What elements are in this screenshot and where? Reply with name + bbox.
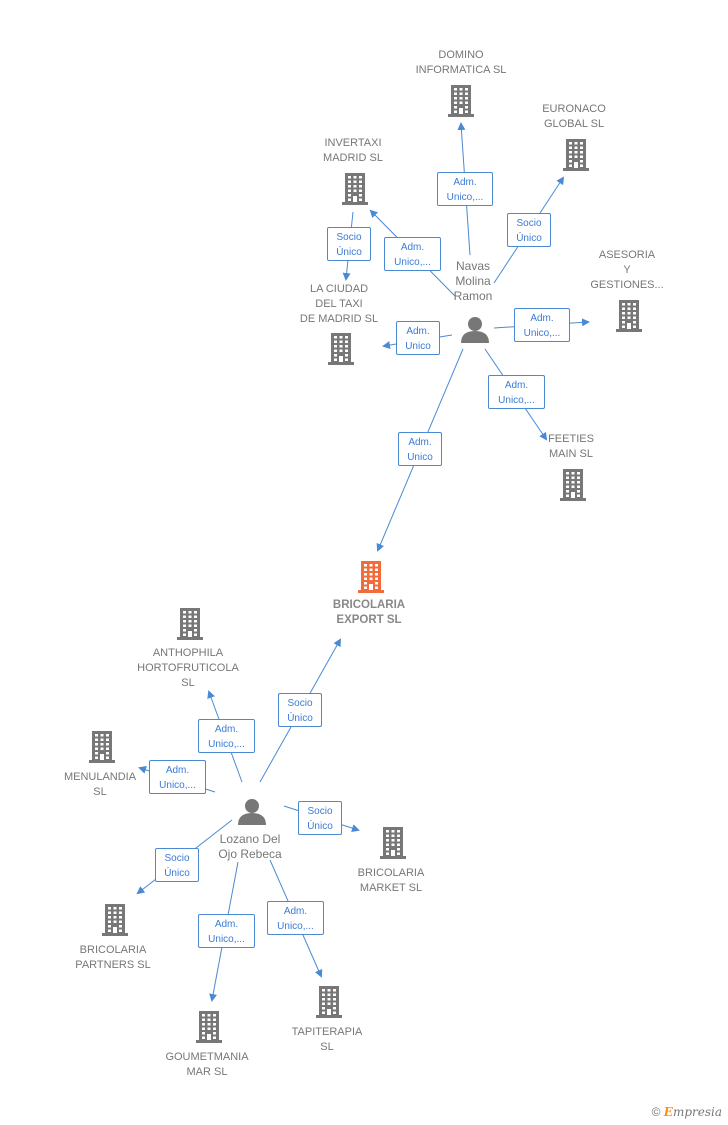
company-label-invertaxi[interactable]: INVERTAXI MADRID SL <box>323 137 383 164</box>
edge-badge-lozano-export[interactable]: Socio Único <box>278 693 322 727</box>
company-label-bricolaria_export[interactable]: BRICOLARIA EXPORT SL <box>332 599 406 626</box>
company-label-tapiterapia[interactable]: TAPITERAPIA SL <box>291 1026 363 1053</box>
copyright-icon: © <box>651 1105 661 1119</box>
company-label-ciudad[interactable]: LA CIUDAD DEL TAXI DE MADRID SL <box>299 283 379 325</box>
building-icon-feeties[interactable] <box>560 469 586 501</box>
person-icon-lozano[interactable] <box>238 799 266 825</box>
edge-badge-navas-invertaxi[interactable]: Adm. Unico,... <box>384 237 441 271</box>
building-icon-domino[interactable] <box>448 85 474 117</box>
company-label-euronaco[interactable]: EURONACO GLOBAL SL <box>542 103 606 130</box>
edge-badge-lozano-anthophila[interactable]: Adm. Unico,... <box>198 719 255 753</box>
brand-name: mpresia <box>672 1105 722 1119</box>
building-icon-tapiterapia[interactable] <box>316 986 342 1018</box>
edge-badge-navas-ciudad[interactable]: Adm. Unico <box>396 321 440 355</box>
company-label-bricolaria_partners[interactable]: BRICOLARIA PARTNERS SL <box>75 944 151 971</box>
building-icon-menulandia[interactable] <box>89 731 115 763</box>
building-icon-asesoria[interactable] <box>616 300 642 332</box>
company-label-anthophila[interactable]: ANTHOPHILA HORTOFRUTICOLA SL <box>137 647 239 689</box>
building-icon-invertaxi[interactable] <box>342 173 368 205</box>
edge-badge-lozano-tapiterapia[interactable]: Adm. Unico,... <box>267 901 324 935</box>
building-icon-ciudad[interactable] <box>328 333 354 365</box>
edge-badge-lozano-partners[interactable]: Socio Único <box>155 848 199 882</box>
edge-badge-lozano-market[interactable]: Socio Único <box>298 801 342 835</box>
edge-badge-lozano-goumetmania[interactable]: Adm. Unico,... <box>198 914 255 948</box>
edge-badge-navas-domino[interactable]: Adm. Unico,... <box>437 172 493 206</box>
company-label-feeties[interactable]: FEETIES MAIN SL <box>548 433 594 460</box>
edge-badge-navas-euronaco[interactable]: Socio Único <box>507 213 551 247</box>
nodes-layer <box>89 85 642 1043</box>
person-label-lozano[interactable]: Lozano Del Ojo Rebeca <box>218 832 282 861</box>
edge-badge-navas-export[interactable]: Adm. Unico <box>398 432 442 466</box>
company-label-goumetmania[interactable]: GOUMETMANIA MAR SL <box>165 1051 249 1078</box>
building-icon-euronaco[interactable] <box>563 139 589 171</box>
company-label-domino[interactable]: DOMINO INFORMATICA SL <box>415 49 507 76</box>
company-label-asesoria[interactable]: ASESORIA Y GESTIONES... <box>590 249 664 291</box>
edge-badge-invertaxi-ciudad[interactable]: Socio Único <box>327 227 371 261</box>
edge-badge-navas-asesoria[interactable]: Adm. Unico,... <box>514 308 570 342</box>
brand-initial: E <box>663 1105 673 1119</box>
building-icon-goumetmania[interactable] <box>196 1011 222 1043</box>
edge-badge-lozano-menulandia[interactable]: Adm. Unico,... <box>149 760 206 794</box>
building-icon-bricolaria_export[interactable] <box>358 561 384 593</box>
building-icon-anthophila[interactable] <box>177 608 203 640</box>
person-icon-navas[interactable] <box>461 317 489 343</box>
building-icon-bricolaria_partners[interactable] <box>102 904 128 936</box>
building-icon-bricolaria_market[interactable] <box>380 827 406 859</box>
brand-watermark: © Empresia <box>652 1105 722 1119</box>
company-label-menulandia[interactable]: MENULANDIA SL <box>63 771 137 798</box>
edge-badge-navas-feeties[interactable]: Adm. Unico,... <box>488 375 545 409</box>
person-label-navas[interactable]: Navas Molina Ramon <box>453 259 493 303</box>
company-label-bricolaria_market[interactable]: BRICOLARIA MARKET SL <box>357 867 425 894</box>
